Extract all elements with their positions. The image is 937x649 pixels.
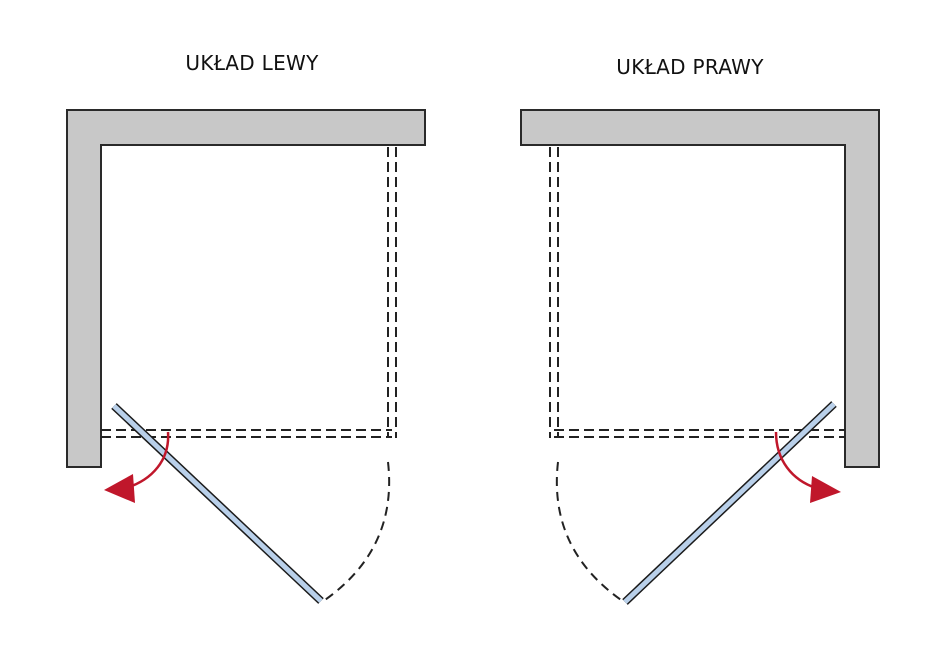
arrow-head-icon-right xyxy=(810,476,841,503)
layout-right: UKŁAD PRAWY xyxy=(520,55,880,605)
side-panel-outline-right xyxy=(549,147,559,438)
door-swing-arc xyxy=(321,461,391,603)
layout-left: UKŁAD LEWY xyxy=(66,51,426,604)
opening-direction-arrow-right xyxy=(774,431,817,490)
side-panel-outline xyxy=(387,147,397,438)
wall-right xyxy=(520,109,880,468)
door-swing-arc-right xyxy=(555,461,625,603)
layout-left-title: UKŁAD LEWY xyxy=(185,51,319,75)
layout-right-title: UKŁAD PRAWY xyxy=(616,55,764,79)
wall-left xyxy=(66,109,426,468)
arrow-head-icon xyxy=(104,474,135,503)
